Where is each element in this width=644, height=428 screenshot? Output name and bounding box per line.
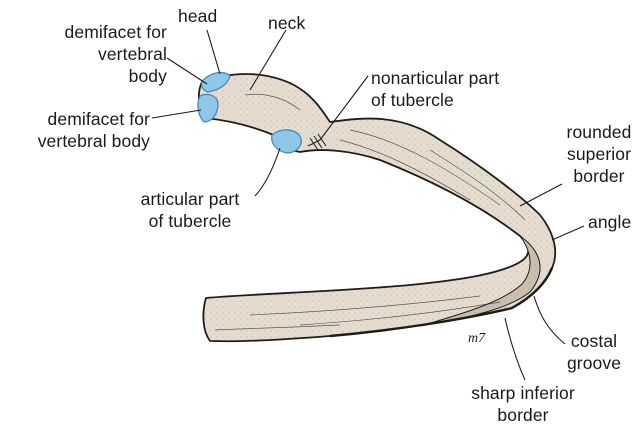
leader-rounded-superior: [520, 184, 562, 206]
label-nonarticular-tubercle: nonarticular part of tubercle: [371, 67, 499, 111]
label-neck: neck: [268, 12, 305, 34]
label-demifacet-vertebral-body: demifacet for vertebral body: [9, 21, 167, 87]
artist-signature: m7: [468, 331, 486, 346]
label-sharp-inferior-border: sharp inferior border: [458, 382, 588, 426]
label-demifacet-vertebral-body-lower: demifacet for vertebral body: [4, 108, 150, 152]
label-articular-tubercle: articular part of tubercle: [120, 188, 260, 232]
label-head: head: [178, 5, 217, 27]
articular-tubercle-facet: [272, 130, 302, 153]
label-costal-groove: costal groove: [556, 330, 632, 374]
leader-head: [207, 30, 220, 74]
label-angle: angle: [588, 211, 631, 233]
leader-sharp-inferior: [505, 318, 525, 380]
leader-angle: [552, 226, 584, 240]
leader-demifacet-lower: [152, 110, 201, 118]
label-rounded-superior-border: rounded superior border: [556, 121, 642, 187]
leader-demifacet-upper: [167, 58, 207, 84]
